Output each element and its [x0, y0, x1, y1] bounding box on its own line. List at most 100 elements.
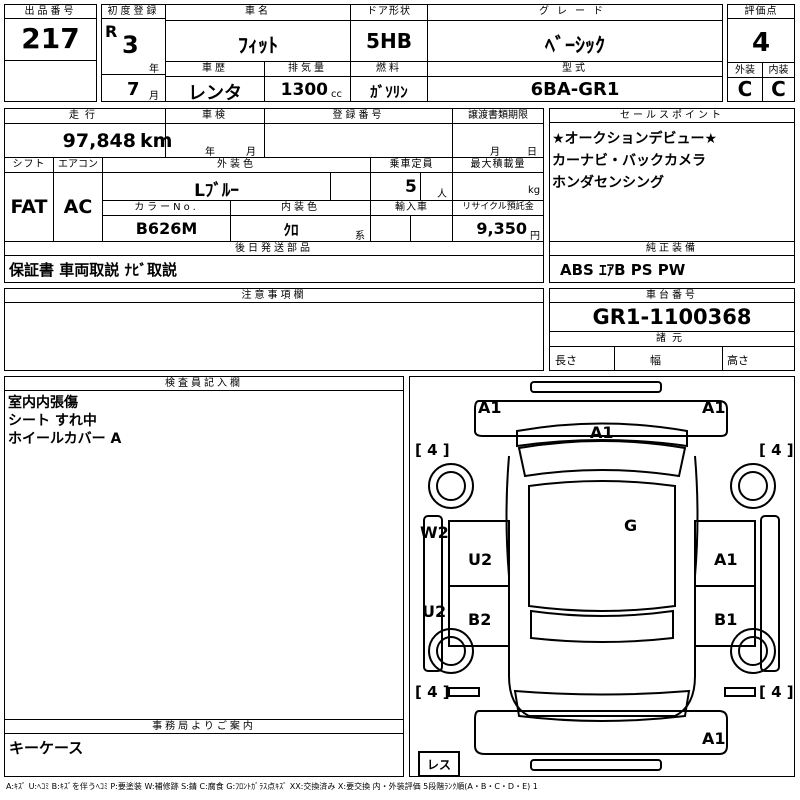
- notes-box: [4, 288, 544, 371]
- inspector-label: 検査員記入欄: [5, 377, 403, 391]
- car-detail-box: [165, 61, 723, 102]
- mileage-unit: km: [140, 130, 173, 152]
- lot-label: 出品番号: [5, 5, 96, 19]
- fuel-value: ｶﾞｿﾘﾝ: [370, 83, 408, 101]
- grade-label: グレード: [428, 5, 722, 19]
- rl-tire-mark: [ 4 ]: [415, 683, 450, 701]
- model-value: 6BA-GR1: [530, 79, 620, 100]
- capacity-unit: 人: [437, 189, 447, 200]
- diagram-box: [409, 376, 795, 777]
- chassis-value: GR1-1100368: [592, 305, 752, 329]
- sales-line-3: ホンダセンシング: [552, 175, 664, 191]
- exterior-color-value: Lﾌﾞﾙｰ: [194, 181, 239, 201]
- sales-line-2: カーナビ・バックカメラ: [552, 153, 706, 169]
- inspection-month-unit: 月: [246, 147, 256, 158]
- exterior-color-label: 外装色: [103, 158, 370, 171]
- office-label: 事務局よりご案内: [5, 720, 403, 734]
- ext-grade: C: [737, 77, 753, 101]
- score-value: 4: [751, 28, 771, 58]
- mark-right-rear-door: B1: [714, 610, 738, 629]
- car-name: ﾌｨｯﾄ: [238, 33, 278, 57]
- mark-front-right: A1: [702, 398, 726, 417]
- height-label: 高さ: [727, 354, 749, 367]
- transfer-label: 譲渡書類期限: [453, 109, 543, 122]
- inspector-line-2: シート すれ中: [8, 413, 97, 429]
- door-label: ドア形状: [351, 5, 427, 19]
- displacement-value: 1300: [280, 80, 328, 100]
- mark-roof: G: [624, 516, 638, 535]
- mark-left-front-door: U2: [468, 550, 493, 569]
- later-parts-box: [4, 241, 544, 283]
- fr-tire-mark: [ 4 ]: [759, 441, 794, 459]
- notes-label: 注意事項欄: [5, 289, 543, 303]
- import-label: 輸入車: [371, 201, 452, 214]
- equipment-label: 純正装備: [550, 242, 794, 256]
- chassis-label: 車台番号: [550, 289, 794, 303]
- inspector-line-3: ホイールカバー A: [8, 431, 122, 447]
- first-reg-label: 初度登録: [102, 5, 165, 19]
- model-label: 型式: [428, 62, 722, 75]
- spec-label: 諸元: [550, 332, 794, 345]
- length-label: 長さ: [555, 354, 577, 367]
- reg-month: 7: [127, 79, 140, 100]
- ac-value: AC: [63, 196, 93, 218]
- transfer-month-unit: 月: [490, 147, 500, 158]
- interior-color-label: 内装色: [231, 201, 370, 214]
- month-unit: 月: [149, 91, 159, 102]
- legend-text: A:ｷｽﾞ U:ﾍｺﾐ B:ｷｽﾞを伴うﾍｺﾐ P:要塗装 W:補修跡 S:錆 …: [6, 782, 538, 791]
- color-no-value: B626M: [135, 219, 198, 238]
- car-diagram: [ 4 ] [ 4 ] [ 4 ] [ 4 ]: [415, 381, 794, 777]
- score-label: 評価点: [728, 5, 794, 19]
- interior-color-suffix: 系: [355, 231, 365, 242]
- mark-rear: A1: [702, 729, 726, 748]
- max-load-unit: kg: [528, 185, 541, 196]
- reg-year: 3: [122, 31, 139, 59]
- mark-right-front-door: A1: [714, 550, 738, 569]
- mark-front-left: A1: [478, 398, 502, 417]
- capacity-value: 5: [405, 177, 417, 197]
- lot-value: 217: [21, 22, 80, 55]
- fl-tire-mark: [ 4 ]: [415, 441, 450, 459]
- int-grade: C: [771, 77, 786, 101]
- capacity-label: 乗車定員: [371, 158, 452, 171]
- later-parts-value: 保証書 車両取説 ﾅﾋﾞ取説: [9, 261, 177, 279]
- later-parts-label: 後日発送部品: [5, 242, 543, 256]
- mark-windshield: A1: [590, 423, 614, 442]
- inspector-line-1: 室内内張傷: [8, 395, 78, 411]
- recycle-label: リサイクル預託金: [453, 201, 543, 214]
- recycle-unit: 円: [530, 231, 540, 242]
- history-label: 車歴: [166, 62, 264, 75]
- equipment-box: [549, 241, 795, 283]
- recycle-value: 9,350: [476, 219, 527, 238]
- era: R: [105, 22, 118, 41]
- shift-value: FAT: [10, 196, 48, 218]
- mileage-value: 97,848: [62, 130, 136, 152]
- fuel-label: 燃料: [351, 62, 427, 75]
- inspector-box: [4, 376, 404, 777]
- ac-label: エアコン: [54, 158, 102, 171]
- lot-box: [4, 4, 97, 102]
- inspection-year-unit: 年: [205, 147, 215, 158]
- shift-label: シフト: [5, 158, 53, 171]
- equipment-value: ABS ｴｱB PS PW: [560, 261, 686, 279]
- mileage-label: 走行: [5, 109, 165, 122]
- ext-label: 外装: [728, 64, 762, 77]
- chassis-box: [549, 288, 795, 371]
- inspection-label: 車検: [166, 109, 264, 122]
- door-value: 5HB: [366, 29, 412, 53]
- history-value: レンタ: [188, 83, 242, 104]
- score-box: [727, 4, 795, 102]
- mark-left-rear-door: B2: [468, 610, 492, 629]
- color-no-label: カラーNo.: [103, 201, 230, 214]
- transfer-day-unit: 日: [527, 147, 537, 158]
- reg-no-label: 登録番号: [265, 109, 452, 122]
- interior-color-value: ｸﾛ: [283, 221, 299, 239]
- displacement-unit: cc: [331, 89, 342, 100]
- sales-line-1: ★オークションデビュー★: [552, 131, 718, 147]
- office-value: キーケース: [9, 739, 84, 757]
- int-label: 内装: [763, 64, 794, 77]
- max-load-label: 最大積載量: [453, 158, 543, 171]
- sales-label: セールスポイント: [550, 109, 794, 123]
- displacement-label: 排気量: [265, 62, 350, 75]
- mark-left-sill: U2: [422, 602, 447, 621]
